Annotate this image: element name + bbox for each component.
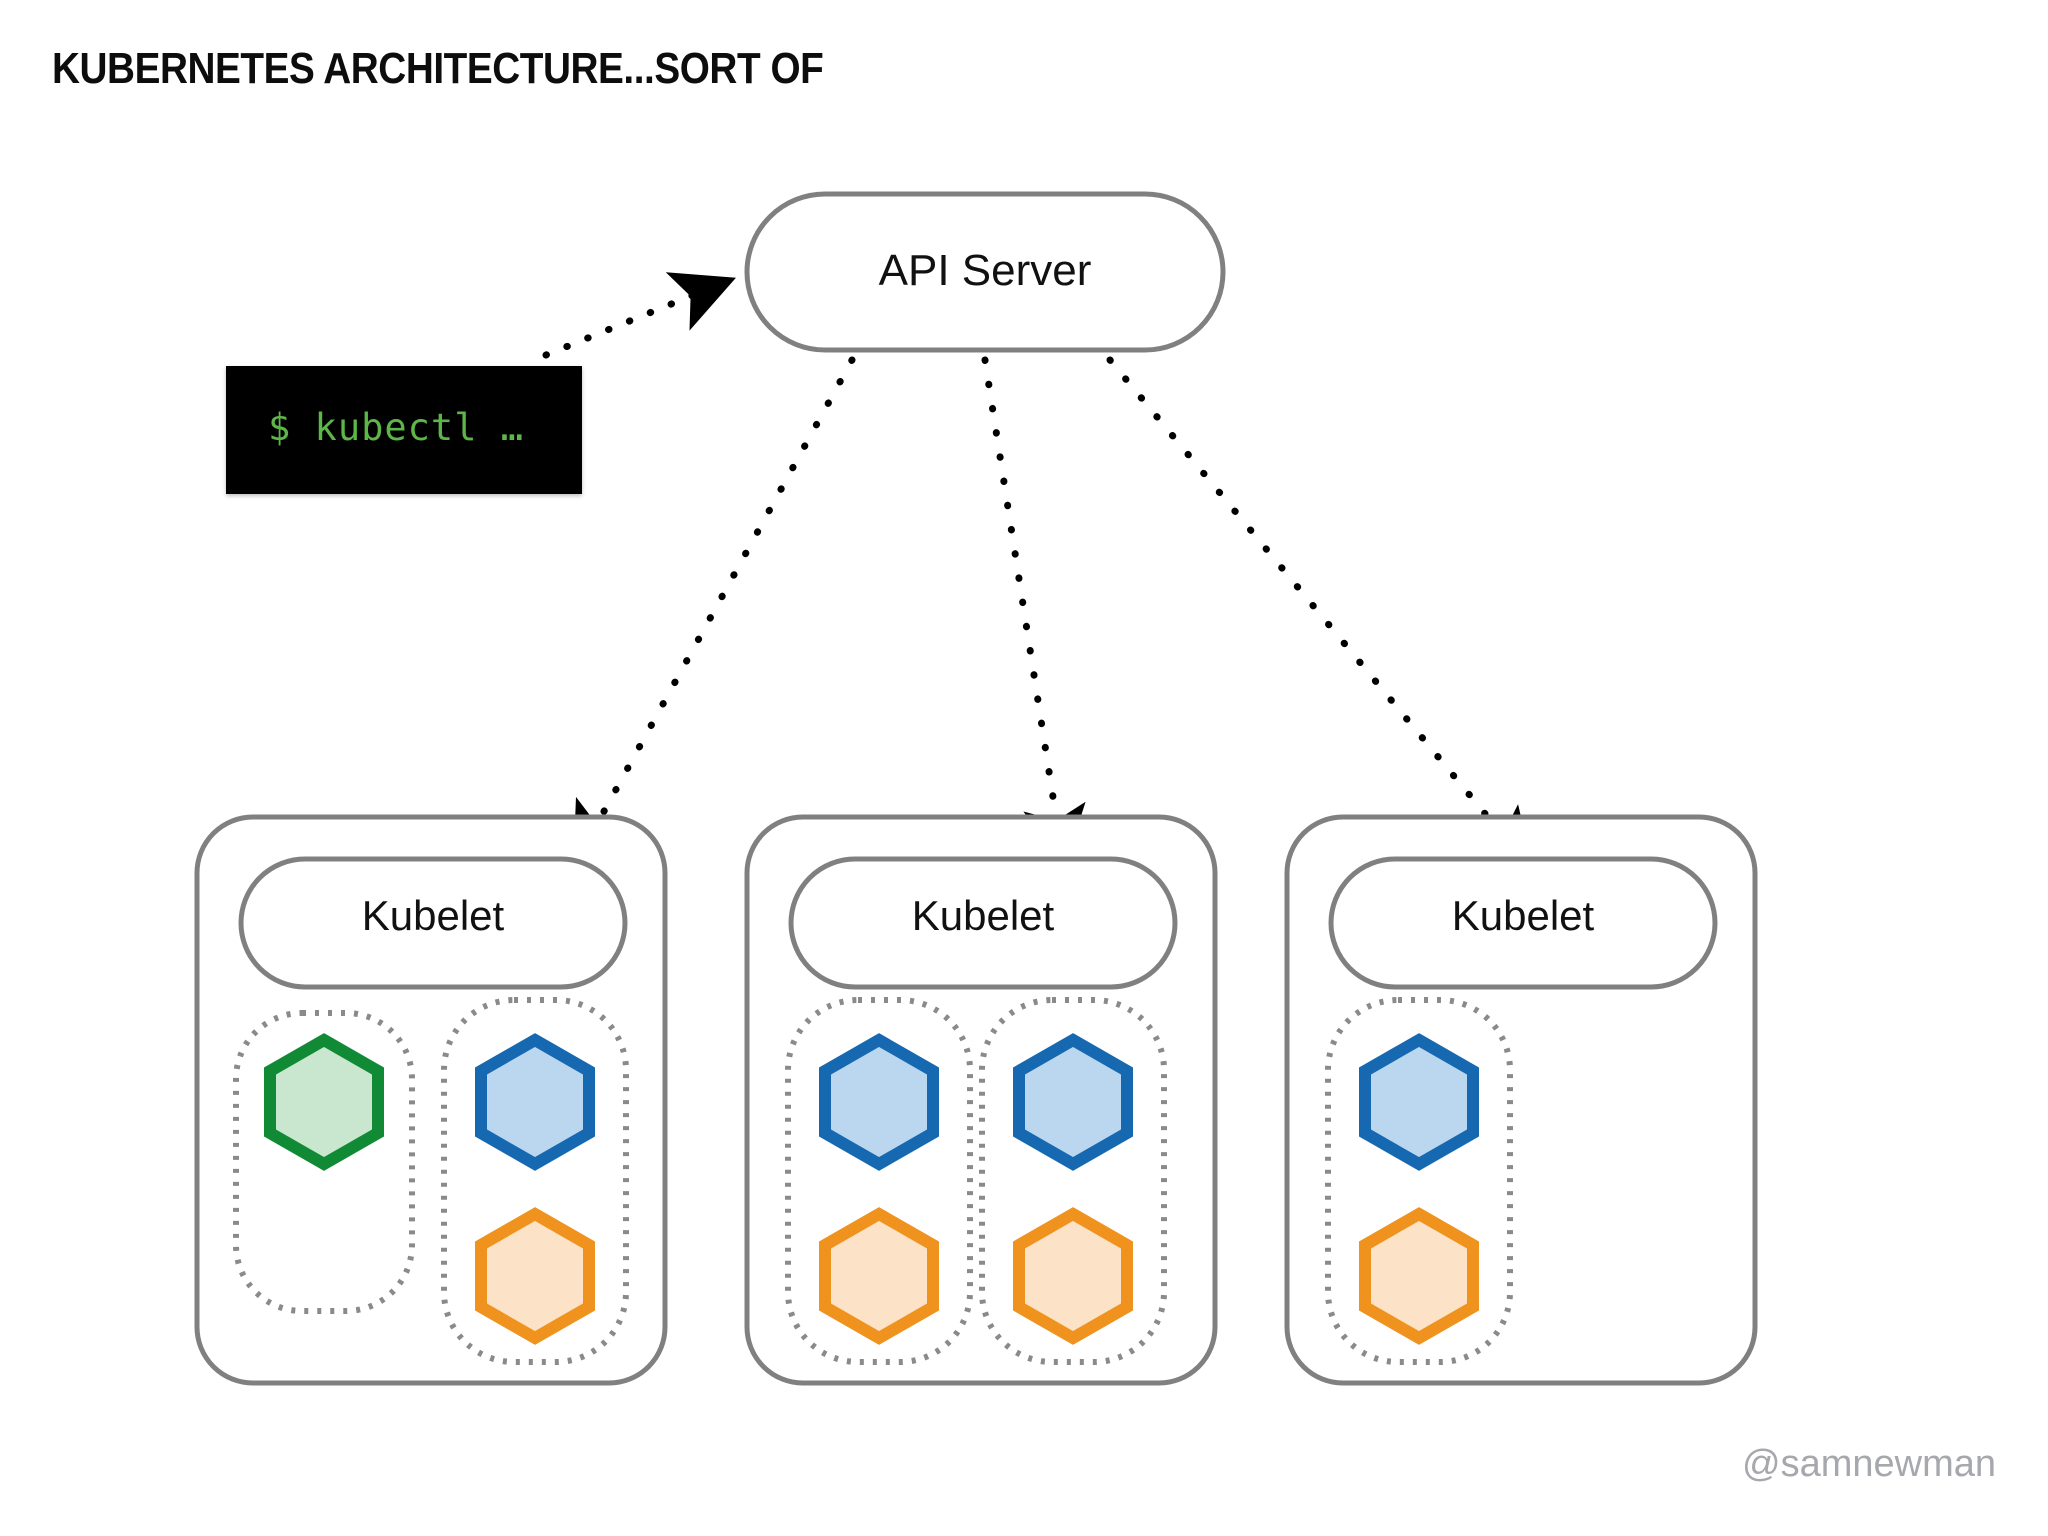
node-2-pod-2[interactable] <box>979 997 1167 1365</box>
node-3-kubelet-box[interactable] <box>1328 856 1718 990</box>
node-3[interactable] <box>1284 814 1758 1386</box>
container-hexagon-orange[interactable] <box>819 1207 939 1345</box>
node-1-kubelet-label: Kubelet <box>361 892 505 939</box>
node-3-pod-1[interactable] <box>1325 997 1513 1365</box>
container-hexagon-blue[interactable] <box>1013 1033 1133 1171</box>
node-2-kubelet-box[interactable] <box>788 856 1178 990</box>
connector-kubectl-to-api-server <box>542 272 736 359</box>
node-2-pod-1[interactable] <box>785 997 973 1365</box>
node-1-kubelet-box[interactable] <box>238 856 628 990</box>
container-hexagon-blue[interactable] <box>819 1033 939 1171</box>
connector-api-server-to-node-3 <box>1106 356 1534 873</box>
connector-api-server-to-node-1 <box>573 356 856 868</box>
api-server-box[interactable] <box>744 191 1226 353</box>
connector-api-server-to-node-2 <box>981 356 1086 869</box>
api-server-label: API Server <box>878 246 1092 295</box>
node-2[interactable] <box>744 814 1218 1386</box>
terminal-command-line[interactable]: $ kubectl … <box>268 406 525 449</box>
node-1[interactable] <box>194 814 668 1386</box>
node-2-kubelet-label: Kubelet <box>911 892 1055 939</box>
container-hexagon-blue[interactable] <box>475 1033 595 1171</box>
node-3-kubelet-label: Kubelet <box>1451 892 1595 939</box>
container-hexagon-green[interactable] <box>264 1033 384 1171</box>
container-hexagon-orange[interactable] <box>1359 1207 1479 1345</box>
container-hexagon-orange[interactable] <box>1013 1207 1133 1345</box>
node-1-pod-2[interactable] <box>441 997 629 1365</box>
page-title: KUBERNETES ARCHITECTURE...SORT OF <box>52 44 824 93</box>
container-hexagon-blue[interactable] <box>1359 1033 1479 1171</box>
kubectl-terminal-window[interactable]: $ kubectl … <box>226 366 582 494</box>
author-watermark: @samnewman <box>1742 1443 1996 1485</box>
container-hexagon-orange[interactable] <box>475 1207 595 1345</box>
